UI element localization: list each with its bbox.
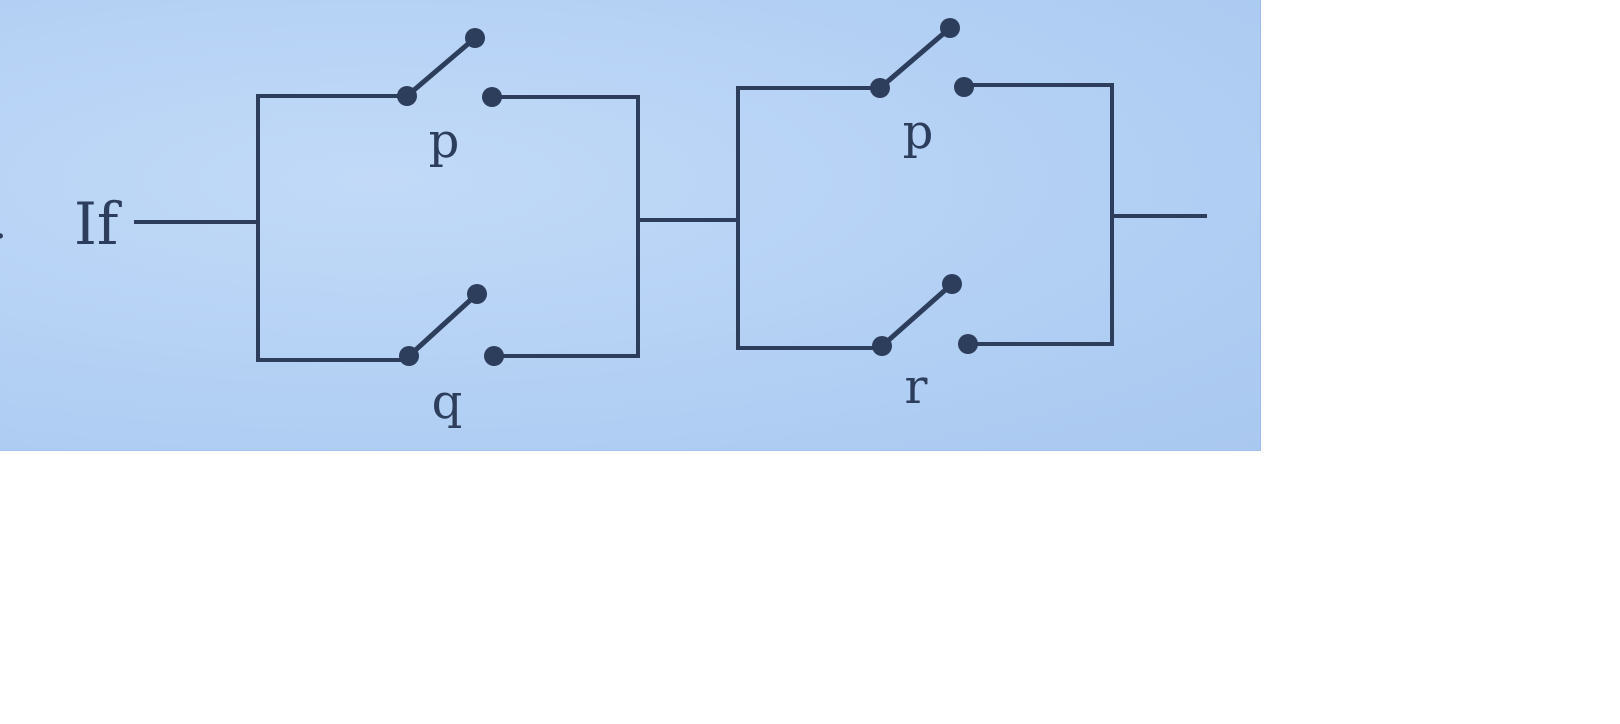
if-label: If [74, 190, 122, 258]
switch-r-pivot [872, 336, 892, 356]
block1-right-rail [490, 95, 640, 358]
switch-p1-label: p [429, 113, 460, 169]
switch-q-tip [467, 284, 487, 304]
switch-p2-label: p [903, 104, 934, 160]
switch-p2-lever [877, 25, 953, 91]
block1-left-rail [256, 94, 409, 362]
switch-r-contact [958, 334, 978, 354]
switch-p1-pivot [397, 86, 417, 106]
switch-q-pivot [399, 346, 419, 366]
switch-p1-tip [465, 28, 485, 48]
switch-p1-lever [404, 35, 478, 99]
paper-photo [0, 0, 1261, 451]
switch-r-lever [879, 281, 955, 349]
block2-left-rail [736, 86, 884, 350]
switch-q-label: q [432, 374, 463, 430]
margin-mark: . [0, 202, 7, 248]
block2-right-rail [962, 83, 1114, 346]
switch-p2-contact [954, 77, 974, 97]
switch-r-tip [942, 274, 962, 294]
switch-q-lever [406, 291, 480, 359]
switch-q-contact [484, 346, 504, 366]
switch-p2-tip [940, 18, 960, 38]
switch-r-label: r [905, 359, 928, 415]
switch-p2-pivot [870, 78, 890, 98]
switch-p1-contact [482, 87, 502, 107]
